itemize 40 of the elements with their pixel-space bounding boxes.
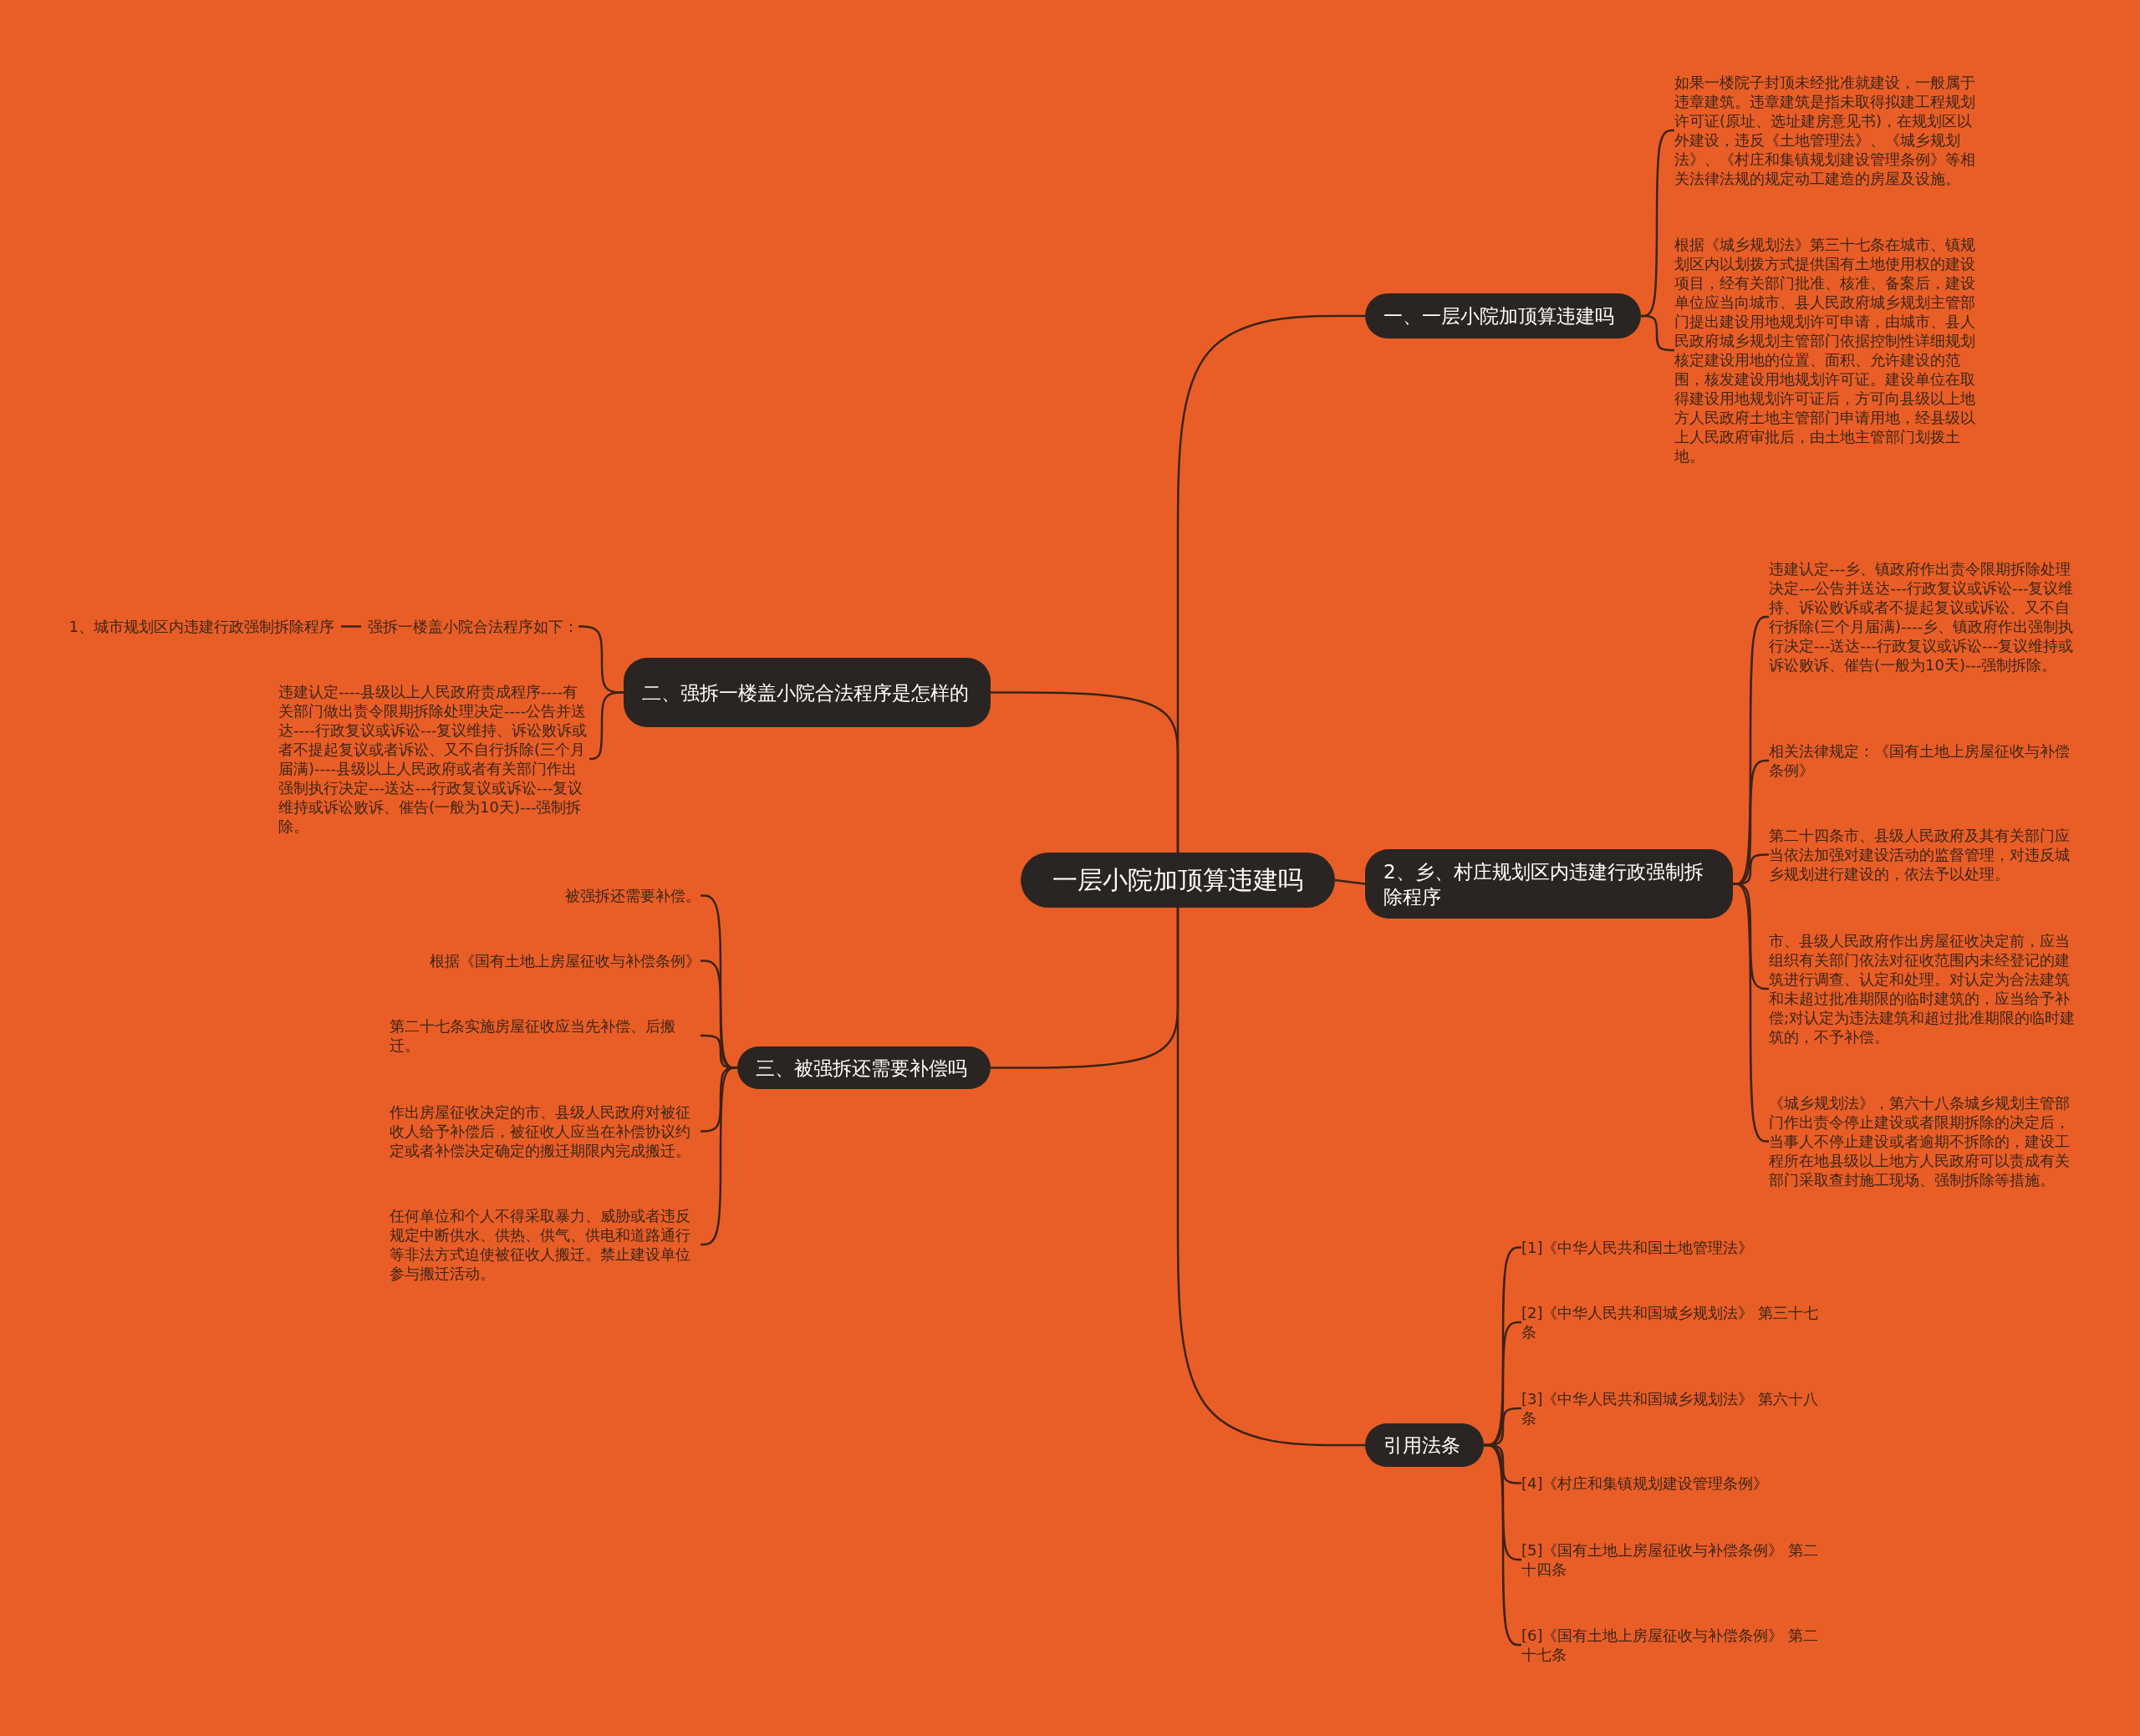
note-text: 强拆一楼盖小院合法程序如下： bbox=[368, 617, 578, 636]
topic-pill bbox=[1365, 1423, 1484, 1467]
note-text: 根据《国有土地上房屋征收与补偿条例》 bbox=[430, 951, 701, 970]
note-text: 违建认定----县级以上人民政府责成程序----有关部门做出责令限期拆除处理决定----公告并送达----行政复议或诉讼---复议维持、诉讼败诉或者不提起复议或者诉讼、又不自行拆除(三个月届满)----县级以上人民政府或者有关部门作出强制执行决定---送达---行政复议或诉讼---复议维持或诉讼败诉、催告(一般为10天)---强制拆除。 bbox=[278, 682, 589, 836]
topic-pill bbox=[1365, 849, 1733, 919]
topic-text: 一层小院加顶算违建吗 bbox=[1052, 868, 1303, 893]
connector-line bbox=[341, 625, 361, 628]
connector-line bbox=[1484, 1443, 1521, 1647]
connector-line bbox=[589, 691, 624, 761]
note-text: [2]《中华人民共和国城乡规划法》 第三十七条 bbox=[1521, 1303, 1824, 1341]
topic-text: 引用法条 bbox=[1383, 1433, 1460, 1458]
note-text: 第二十四条市、县级人民政府及其有关部门应当依法加强对建设活动的监督管理，对违反城乡规划进行建设的，依法予以处理。 bbox=[1769, 826, 2080, 883]
note-text: 违建认定---乡、镇政府作出责令限期拆除处理决定---公告并送达---行政复议或诉讼---复议维持、诉讼败诉或者不提起复议或诉讼、又不自行拆除(三个月届满)----乡、镇政府作出强制执行决定---送达---行政复议或诉讼---复议维持或诉讼败诉、催告(一般为10天)---强制拆除。 bbox=[1769, 559, 2080, 675]
connector-line bbox=[701, 1067, 737, 1246]
note-text: [1]《中华人民共和国土地管理法》 bbox=[1521, 1238, 1754, 1257]
topic-pill bbox=[737, 1046, 991, 1089]
connector-line bbox=[1176, 908, 1365, 1447]
connector-line bbox=[991, 691, 1180, 853]
note-text: [3]《中华人民共和国城乡规划法》 第六十八条 bbox=[1521, 1389, 1824, 1428]
note-text: 根据《城乡规划法》第三十七条在城市、镇规划区内以划拨方式提供国有土地使用权的建设项目，经有关部门批准、核准、备案后，建设单位应当向城市、县人民政府城乡规划主管部门提出建设用地规划许可申请，由城市、县人民政府城乡规划主管部门依据控制性详细规划核定建设用地的位置、面积、允许建设的范围，核发建设用地规划许可证。建设单位在取得建设用地规划许可证后，方可向县级以上地方人民政府土地主管部门申请用地，经县级以上人民政府审批后，由土地主管部门划拨土地。 bbox=[1674, 235, 1985, 466]
note-text: 任何单位和个人不得采取暴力、威胁或者违反规定中断供水、供热、供气、供电和道路通行等非法方式迫使被征收人搬迁。禁止建设单位参与搬迁活动。 bbox=[390, 1206, 701, 1283]
note-text: 作出房屋征收决定的市、县级人民政府对被征收人给予补偿后，被征收人应当在补偿协议约定或者补偿决定确定的搬迁期限内完成搬迁。 bbox=[390, 1102, 701, 1160]
topic-pill bbox=[624, 658, 991, 727]
topic-pill bbox=[1365, 293, 1641, 339]
topic-text: 2、乡、村庄规划区内违建行政强制拆除程序 bbox=[1383, 859, 1704, 909]
note-text: 1、城市规划区内违建行政强制拆除程序 bbox=[69, 617, 334, 636]
note-text: [5]《国有土地上房屋征收与补偿条例》 第二十四条 bbox=[1521, 1540, 1824, 1579]
note-text: [4]《村庄和集镇规划建设管理条例》 bbox=[1521, 1474, 1769, 1493]
connector-line bbox=[1641, 314, 1674, 352]
topic-text: 一、一层小院加顶算违建吗 bbox=[1383, 304, 1614, 328]
note-text: 第二十七条实施房屋征收应当先补偿、后搬迁。 bbox=[390, 1016, 701, 1055]
topic-text: 二、强拆一楼盖小院合法程序是怎样的 bbox=[642, 680, 969, 705]
connector-line bbox=[1334, 878, 1366, 885]
topic-text: 三、被强拆还需要补偿吗 bbox=[756, 1056, 967, 1081]
note-text: 被强拆还需要补偿。 bbox=[565, 886, 701, 905]
note-text: 如果一楼院子封顶未经批准就建设，一般属于违章建筑。违章建筑是指未取得拟建工程规划许可证(原址、选址建房意见书)，在规划区以外建设，违反《土地管理法》、《城乡规划法》、《村庄和集镇规划建设管理条例》等相关法律法规的规定动工建造的房屋及设施。 bbox=[1674, 73, 1985, 188]
note-text: 《城乡规划法》，第六十八条城乡规划主管部门作出责令停止建设或者限期拆除的决定后，当事人不停止建设或者逾期不拆除的，建设工程所在地县级以上地方人民政府可以责成有关部门采取查封施工现场、强制拆除等措施。 bbox=[1769, 1093, 2080, 1189]
note-text: 相关法律规定：《国有土地上房屋征收与补偿条例》 bbox=[1769, 741, 2080, 780]
note-text: 市、县级人民政府作出房屋征收决定前，应当组织有关部门依法对征收范围内未经登记的建筑进行调查、认定和处理。对认定为合法建筑和未超过批准期限的临时建筑的，应当给予补偿;对认定为违法建筑和超过批准期限的临时建筑的，不予补偿。 bbox=[1769, 931, 2080, 1046]
note-text: [6]《国有土地上房屋征收与补偿条例》 第二十七条 bbox=[1521, 1626, 1824, 1664]
